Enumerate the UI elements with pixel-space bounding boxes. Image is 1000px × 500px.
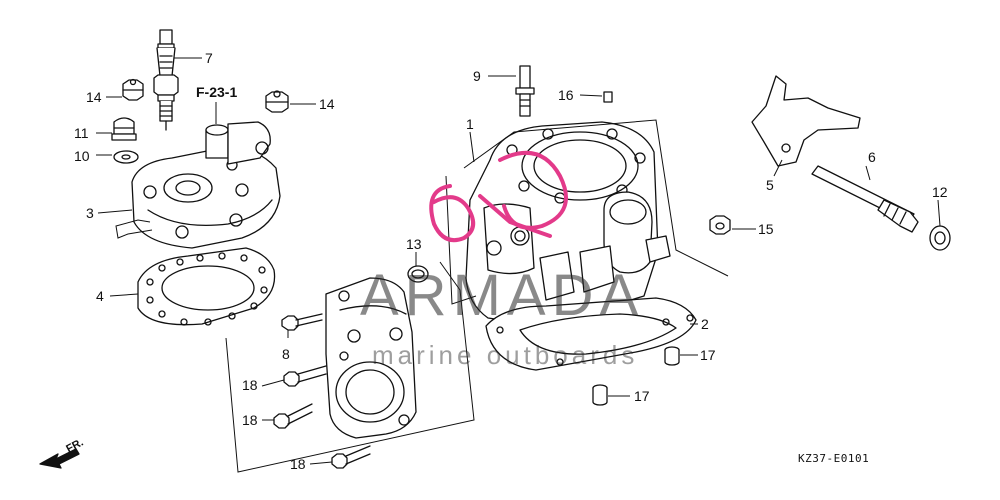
callout-18: 18 [242,412,258,428]
diagram-code: KZ37-E0101 [798,452,870,465]
stud-bolt-9 [515,65,535,117]
reference-label: F-23-1 [196,84,238,100]
side-cover-plate [325,277,417,439]
watermark-tagline: marine outboards [372,340,639,370]
callout-16: 16 [558,87,574,103]
callout-15: 15 [758,221,774,237]
head-gasket [137,247,276,326]
callout-18: 18 [290,456,306,472]
cylinder-block [465,121,671,327]
callout-13: 13 [406,236,422,252]
bolt-18-c [331,445,371,469]
callout-14: 14 [319,96,335,112]
callout-5: 5 [766,177,774,193]
callout-3: 3 [86,205,94,221]
callout-17: 17 [700,347,716,363]
cap-nut-right [265,90,289,113]
callout-9: 9 [473,68,481,84]
valve-shaft [811,165,919,233]
callout-6: 6 [868,149,876,165]
front-arrow [39,448,80,469]
dowel-17-b [592,384,608,406]
dowel-pin-16 [603,91,613,103]
bolt-18-b [273,403,313,429]
dowel-17-a [664,346,680,366]
bolt-18-a [283,365,327,387]
o-ring [407,265,429,283]
cylinder-head [131,121,281,249]
callout-18: 18 [242,377,258,393]
exhaust-valve-lever [751,75,861,167]
callout-11: 11 [74,125,89,141]
callout-2: 2 [701,316,709,332]
base-gasket [485,297,697,371]
callout-8: 8 [282,346,290,362]
callout-12: 12 [932,184,948,200]
bolt-8 [281,313,323,331]
oil-seal-12 [929,225,951,251]
callout-4: 4 [96,288,104,304]
callout-7: 7 [205,50,213,66]
washer-10 [113,150,139,164]
callout-17: 17 [634,388,650,404]
callout-1: 1 [466,116,474,132]
spark-plug [153,29,179,131]
watermark-brand: ARMADA [360,263,645,328]
callout-14: 14 [86,89,102,105]
callout-10: 10 [74,148,90,164]
flange-nut-15 [709,215,731,235]
cap-nut-11 [111,117,137,141]
cap-nut-left [122,78,144,101]
